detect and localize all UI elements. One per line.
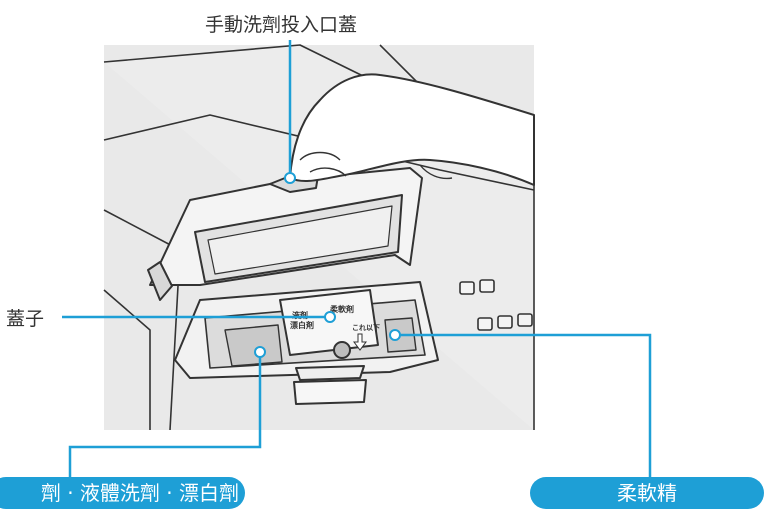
hand-illustration [289, 73, 535, 186]
dispenser-lid [147, 167, 423, 301]
callout-line-bottom-left [68, 352, 262, 477]
callout-lines [62, 40, 652, 477]
compartment-text-b: 柔軟剤 [329, 304, 354, 314]
label-dispenser-lid: 手動洗劑投入口蓋 [205, 14, 358, 36]
control-buttons [459, 279, 533, 331]
down-arrow-icon [353, 333, 367, 351]
callout-line-bottom-right [395, 333, 652, 477]
callout-dot-top [284, 172, 296, 184]
callout-dot-left [324, 311, 336, 323]
label-cover: 蓋子 [6, 308, 45, 330]
compartment-text-c: これ以下 [352, 324, 380, 332]
callout-dot-bottom-right [389, 329, 401, 341]
callout-dot-bottom-left [254, 346, 266, 358]
compartment-text-a2: 漂白剤 [290, 320, 314, 330]
label-detergent-bleach: 劑 · 液體洗劑 · 漂白劑 [0, 477, 245, 509]
dispenser-tray [174, 281, 439, 405]
compartment-text-a1: 液剤 [292, 310, 308, 320]
label-softener: 柔軟精 [530, 477, 764, 509]
